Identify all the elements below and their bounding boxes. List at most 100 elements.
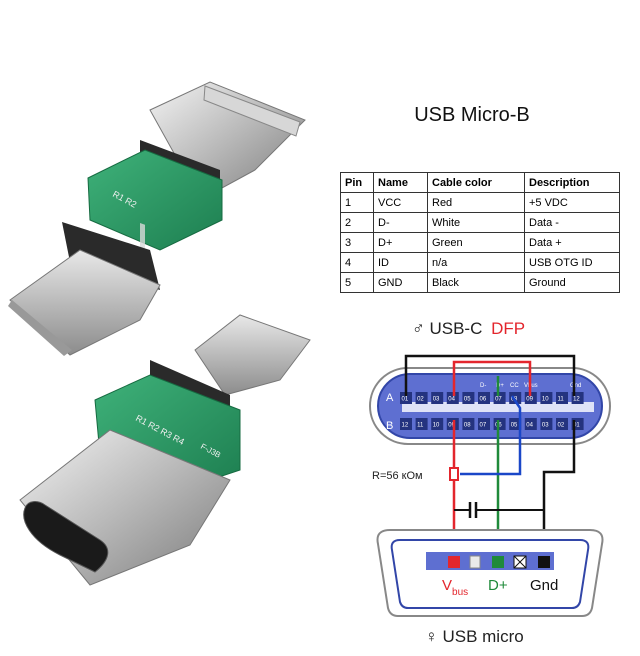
- row-a-pin-label: 01: [402, 397, 409, 403]
- gnd-wire-down: [542, 440, 576, 568]
- row-a-pin: [446, 392, 459, 404]
- label-vbus: Vbus: [442, 577, 468, 598]
- row-a-pin: [400, 392, 412, 404]
- row-a-pin: [556, 392, 568, 404]
- table-cell: USB OTG ID: [524, 252, 620, 273]
- micro-pin-vbus: [448, 556, 460, 568]
- label-gnd: Gnd: [530, 577, 558, 594]
- row-b-pin: [478, 418, 490, 430]
- table-row: 2 D- White Data -: [340, 212, 620, 233]
- row-a-pin: [415, 392, 428, 404]
- micro-b-plug-front: [8, 300, 72, 356]
- table-cell: VCC: [373, 192, 428, 213]
- wiring-schematic: ♂ USB-C DFP A B 01 02 03 04 05 06 07 08 09 10 11 12…: [369, 319, 611, 646]
- table-header-row: Pin Name Cable color Description: [340, 172, 620, 193]
- table-row: 1 VCC Red +5 VDC: [340, 192, 620, 213]
- table-cell: +5 VDC: [524, 192, 620, 213]
- resistor-label: R=56 кОм: [372, 470, 423, 482]
- usb-c-label: ♂ USB-C DFP: [412, 319, 525, 338]
- row-a-pin-label: 09: [526, 397, 533, 403]
- micro-pin-dplus: [492, 556, 504, 568]
- row-b-pin-label: 09: [448, 423, 455, 429]
- row-b-pin-label: 05: [511, 423, 518, 429]
- row-a-pin-label: 04: [448, 397, 455, 403]
- row-a-pin: [524, 392, 537, 404]
- row-a-pin-label: 05: [464, 397, 471, 403]
- table-title: USB Micro-B: [414, 104, 530, 126]
- row-a-pin: [540, 392, 553, 404]
- cc-wire: [460, 395, 522, 476]
- table-cell: Red: [427, 192, 525, 213]
- row-a-label: A: [386, 392, 394, 404]
- row-b-pin: [493, 418, 506, 430]
- row-b-pin-label: 10: [433, 423, 440, 429]
- table-cell: White: [427, 212, 525, 233]
- table-cell: Black: [427, 272, 525, 293]
- pcb-top: [87, 149, 223, 251]
- row-a-pin: [431, 392, 444, 404]
- table-cell: D+: [373, 232, 428, 253]
- header-pin: Pin: [340, 172, 374, 193]
- row-b-pin: [400, 418, 412, 430]
- table-cell: n/a: [427, 252, 525, 273]
- adapter-photo: R1 R2 R1 R2 R3 R4 F-J3B: [8, 81, 311, 586]
- row-b-pin-label: 02: [558, 423, 565, 429]
- table-cell: GND: [373, 272, 428, 293]
- table-row: 3 D+ Green Data +: [340, 232, 620, 253]
- pin-tag-gnd: Gnd: [570, 383, 581, 389]
- table-cell: D-: [373, 212, 428, 233]
- table-cell: Green: [427, 232, 525, 253]
- table-cell: Data +: [524, 232, 620, 253]
- table-cell: ID: [373, 252, 428, 273]
- table-row: 4 ID n/a USB OTG ID: [340, 252, 620, 273]
- vbus-wire: [452, 360, 532, 396]
- pin-tag-dminus: D-: [480, 383, 486, 389]
- usb-c-plug-front: [203, 85, 301, 137]
- row-a-pin-label: 10: [542, 397, 549, 403]
- pin-tag-dplus: D+: [496, 383, 504, 389]
- pins-row-b: 121110090807060504030201: [400, 418, 584, 430]
- row-a-pin-label: 03: [433, 397, 440, 403]
- top-adapter: R1 R2: [8, 81, 306, 356]
- header-description: Description: [524, 172, 620, 193]
- row-a-pin-label: 07: [495, 397, 502, 403]
- row-b-pin: [556, 418, 568, 430]
- usb-micro-inner: [390, 539, 590, 609]
- table-row: 5 GND Black Ground: [340, 272, 620, 293]
- header-cable-color: Cable color: [427, 172, 525, 193]
- row-a-pin-label: 11: [558, 397, 565, 403]
- row-b-pin: [509, 418, 522, 430]
- row-b-pin-label: 08: [464, 423, 471, 429]
- row-a-pin: [462, 392, 475, 404]
- usb-c-tongue: [402, 402, 594, 412]
- row-b-label: B: [386, 420, 393, 432]
- row-b-pin: [431, 418, 444, 430]
- usb-micro-tongue: [426, 552, 554, 570]
- table-cell: 1: [340, 192, 374, 213]
- micro-b-plug-shell-2: [194, 314, 311, 396]
- row-a-pin: [478, 392, 490, 404]
- usb-micro-label: ♀ USB micro: [425, 627, 524, 646]
- table-cell: 4: [340, 252, 374, 273]
- row-a-pin: [493, 392, 506, 404]
- row-b-pin: [415, 418, 428, 430]
- row-b-pin-label: 12: [402, 423, 409, 429]
- micro-pin-id-nc-icon: [513, 555, 527, 569]
- row-a-pin-label: 12: [573, 397, 580, 403]
- row-b-pin-label: 01: [573, 423, 580, 429]
- row-b-pin-label: 04: [526, 423, 533, 429]
- row-a-pin-label: 02: [417, 397, 424, 403]
- row-b-pin-label: 11: [417, 423, 424, 429]
- table-cell: 5: [340, 272, 374, 293]
- row-a-pin: [509, 392, 522, 404]
- resistor: [449, 467, 459, 481]
- dfp-label: DFP: [491, 319, 525, 338]
- row-b-pin: [524, 418, 537, 430]
- micro-pin-gnd: [538, 556, 550, 568]
- row-a-pin-label: 06: [480, 397, 487, 403]
- table-cell: 3: [340, 232, 374, 253]
- table-cell: Data -: [524, 212, 620, 233]
- pin-table: Pin Name Cable color Description 1 VCC R…: [340, 172, 620, 293]
- usb-c-receptacle-opening: [23, 501, 109, 573]
